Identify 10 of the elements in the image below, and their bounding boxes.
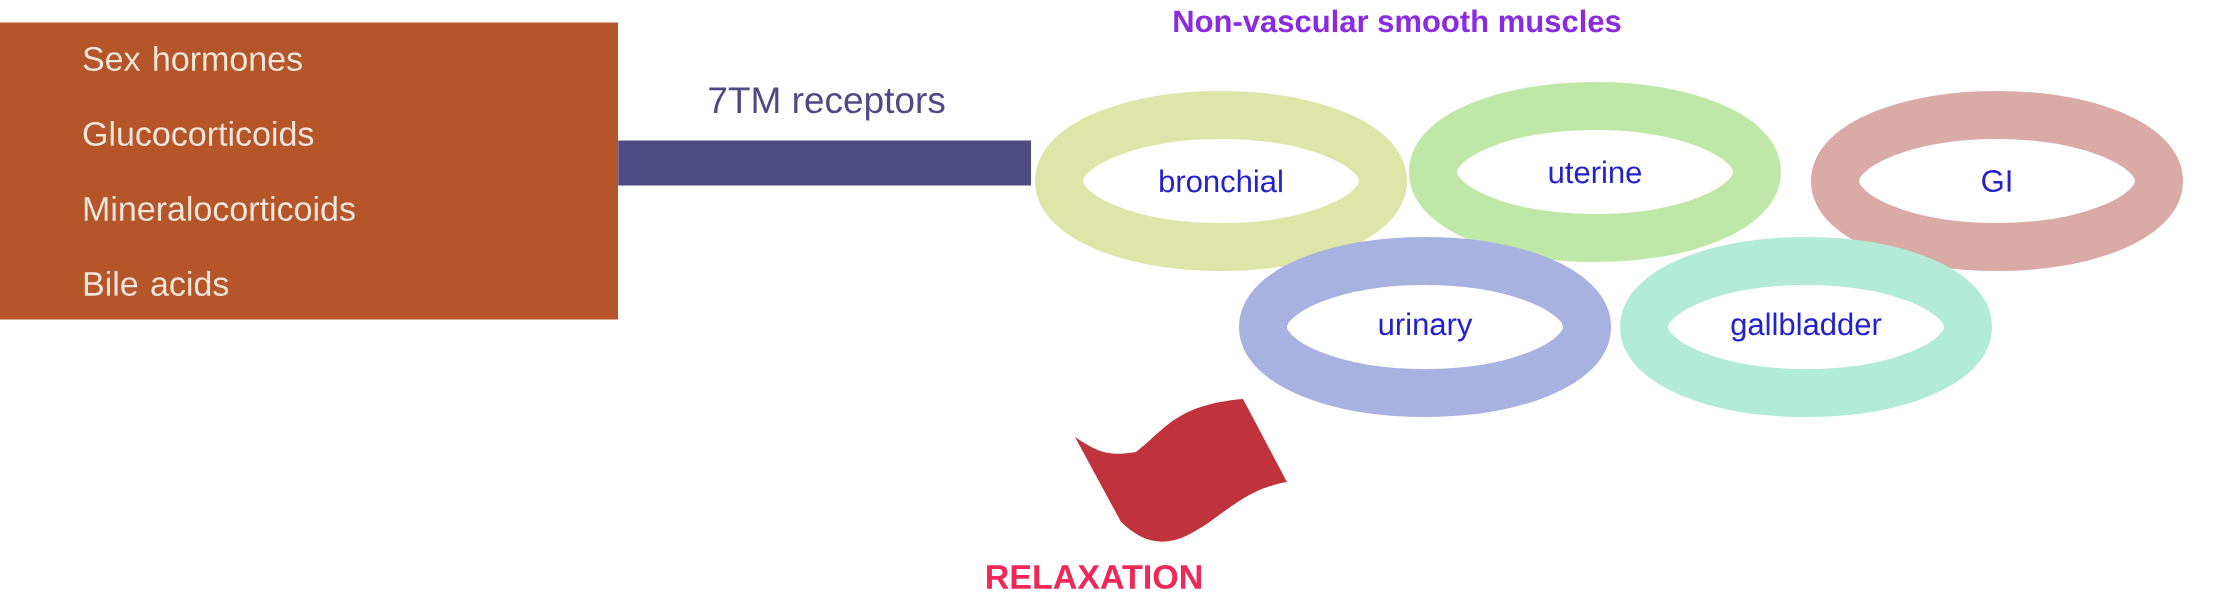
ring: urinary [1239, 237, 1611, 417]
ring: gallbladder [1620, 237, 1992, 417]
ring: GI [1811, 91, 2183, 271]
connector-bar [618, 140, 1031, 186]
text-box: Sex hormones Glucocorticoids Mineralocorticoids Bile acids [0, 22, 618, 320]
ring: uterine [1409, 82, 1781, 262]
title: Non-vascular smooth muscles [1174, 9, 1621, 33]
result-label: RELAXATION [987, 564, 1201, 590]
edge-label: 7TM receptors [709, 87, 945, 121]
ring: bronchial [1035, 91, 1407, 271]
